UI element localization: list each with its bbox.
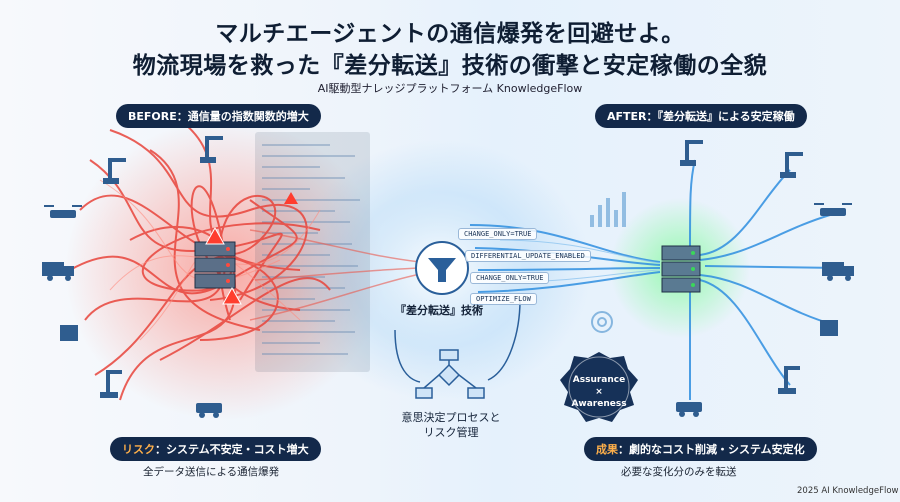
truck-icon	[822, 262, 854, 281]
badge-text: Assurance × Awareness	[560, 374, 638, 410]
title-line-2: 物流現場を救った『差分転送』技術の衝撃と安定稼働の全貌	[132, 53, 768, 79]
result-prefix: 成果	[596, 443, 618, 456]
subtitle: AI駆動型ナレッジプラットフォーム KnowledgeFlow	[317, 82, 583, 95]
badge-line-2: ×	[595, 387, 603, 397]
copyright: 2025 AI KnowledgeFlow	[797, 486, 899, 496]
flow-lines	[469, 159, 841, 400]
gauge-graphic	[591, 311, 613, 333]
after-label: AFTER：『差分転送』による安定稼働	[595, 104, 807, 128]
overloaded-server-icon	[194, 241, 236, 289]
warning-icon	[205, 192, 298, 305]
code-tag: CHANGE_ONLY=TRUE	[470, 272, 550, 284]
truck-icon	[42, 262, 74, 281]
code-panel	[255, 132, 370, 372]
robot-arm-icon	[780, 152, 803, 178]
filter-funnel-icon	[415, 241, 469, 295]
risk-prefix: リスク	[122, 443, 155, 456]
badge-line-3: Awareness	[571, 399, 627, 409]
result-text: ：劇的なコスト削減・システム安定化	[618, 443, 805, 456]
box-icon	[60, 325, 78, 341]
robot-arm-icon	[100, 370, 122, 398]
risk-label: リスク：システム不安定・コスト増大	[110, 437, 321, 461]
title-line-1: マルチエージェントの通信爆発を回避せよ。	[215, 21, 685, 47]
left-device-icons	[42, 136, 223, 418]
risk-text: ：システム不安定・コスト増大	[155, 443, 309, 456]
robot-arm-icon	[680, 140, 703, 166]
risk-caption: 全データ送信による通信爆発	[143, 466, 280, 478]
drone-icon	[814, 203, 852, 216]
before-label: BEFORE：通信量の指数関数的増大	[116, 104, 321, 128]
decision-line-2: リスク管理	[423, 426, 479, 439]
decision-flowchart-graphic	[394, 299, 521, 399]
code-tag: CHANGE_ONLY=TRUE	[458, 228, 538, 240]
right-device-icons	[676, 140, 854, 417]
assurance-badge-icon	[560, 352, 638, 422]
result-caption: 必要な変化分のみを転送	[621, 466, 737, 478]
decision-label: 意思決定プロセスと リスク管理	[396, 410, 506, 440]
box-icon	[820, 320, 838, 336]
code-tag: OPTIMIZE_FLOW	[470, 293, 537, 305]
decision-line-1: 意思決定プロセスと	[401, 411, 501, 424]
code-tag: DIFFERENTIAL_UPDATE_ENABLED	[465, 250, 591, 262]
stable-server-icon	[661, 245, 701, 293]
result-label: 成果：劇的なコスト削減・システム安定化	[584, 437, 817, 461]
robot-arm-icon	[778, 366, 800, 394]
drone-icon	[44, 205, 82, 218]
filter-label: 『差分転送』技術	[395, 304, 483, 317]
robot-arm-icon	[103, 158, 126, 184]
badge-line-1: Assurance	[572, 375, 626, 385]
robot-arm-icon	[200, 136, 223, 163]
cart-icon	[676, 402, 702, 417]
cart-icon	[196, 403, 222, 418]
bar-chart-graphic	[590, 192, 626, 227]
